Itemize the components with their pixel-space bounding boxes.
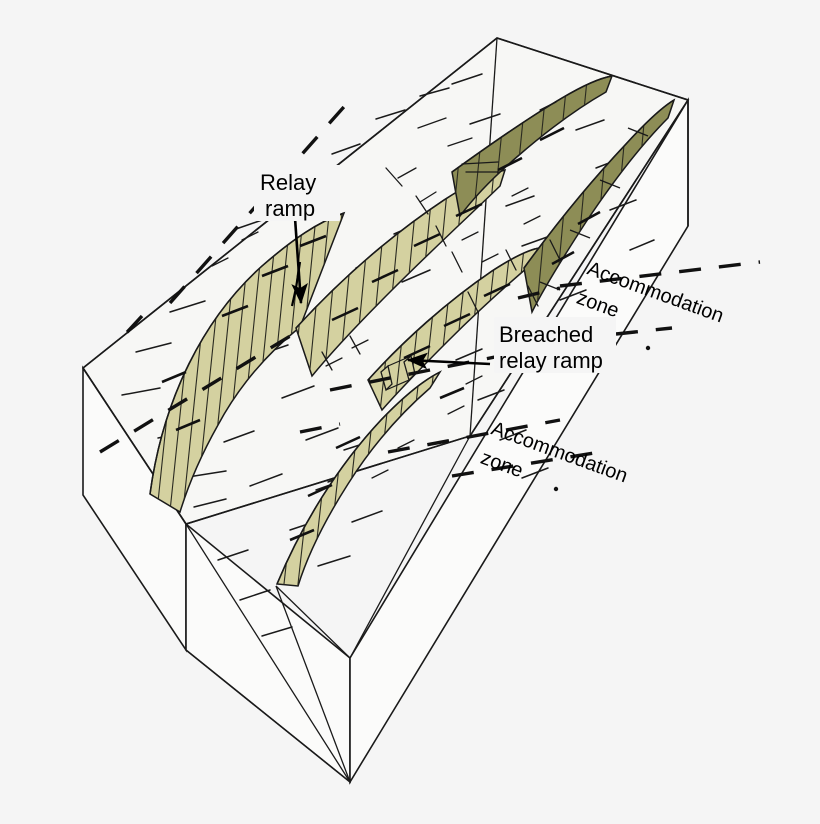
fault-tick-group <box>161 126 601 542</box>
accommodation-dash-lower-a <box>329 350 521 392</box>
accommodation-dash-upper-right-c <box>615 326 673 336</box>
breached-relay-ramp-label-background <box>494 317 616 373</box>
accommodation-dash-lower-b <box>387 418 561 454</box>
breached-relay-ramp-annotation: Breached relay ramp <box>406 317 616 373</box>
relay-ramp-label-line1: Relay <box>260 170 316 195</box>
accommodation-dash-endpoints <box>553 345 651 492</box>
minor-fault-hachures <box>211 101 561 479</box>
relay-ramp-label-background <box>254 165 340 221</box>
front-face-fault-trace-3 <box>349 435 471 659</box>
front-face-bottom-edge <box>185 649 351 783</box>
front-face-fault-trace-2 <box>275 585 351 783</box>
accommodation-dash-upper-right <box>559 260 761 288</box>
relay-ramp-leader <box>291 217 308 305</box>
breached-relay-ramp-label-line1: Breached <box>499 322 593 347</box>
accommodation-dash-lower-d <box>299 422 341 434</box>
block-ridge-line <box>469 37 498 437</box>
breached-relay-ramp-label-line2: relay ramp <box>499 348 603 373</box>
accommodation-dash-upper-left-tail <box>116 314 144 344</box>
front-face-fault-trace-1 <box>185 523 351 783</box>
right-scarp-ticks <box>511 127 649 339</box>
accommodation-dash-lower-c <box>451 450 601 478</box>
accommodation-dash-upper-right-b <box>517 286 561 300</box>
relay-ramp-annotation: Relay ramp <box>254 165 340 307</box>
front-face-fault-trace-4 <box>275 585 351 659</box>
breached-relay-ramp-leader <box>406 352 491 370</box>
block-top-outline <box>81 37 690 525</box>
relay-ramp-label-line2: ramp <box>265 196 315 221</box>
